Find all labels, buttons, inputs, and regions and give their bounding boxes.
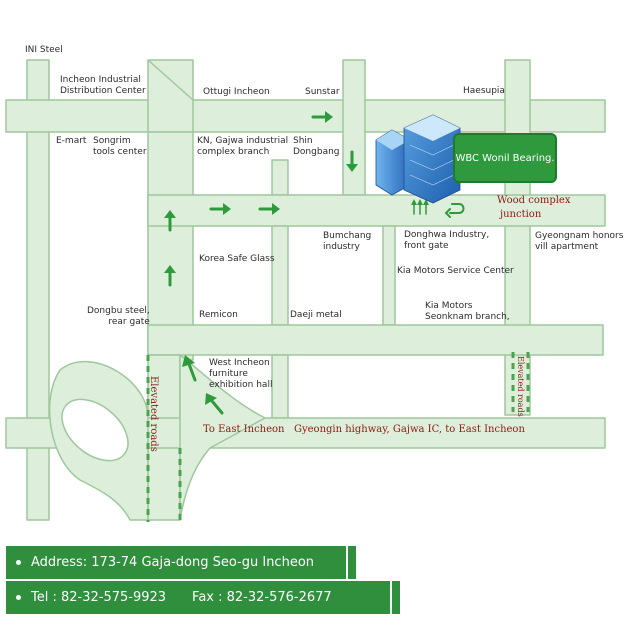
label-sunstar: Sunstar [305, 87, 340, 97]
arrow-icon [209, 203, 231, 215]
arrow-icon [411, 199, 429, 215]
label-remicon: Remicon [199, 310, 238, 320]
road-lower-vertical-1 [271, 354, 289, 419]
label-to-east-incheon: To East Incheon [203, 424, 285, 435]
label-kia-seonknam: Kia Motors Seonknam branch, [425, 301, 510, 323]
label-line: Shin [293, 136, 313, 146]
label-line: rear gate [108, 317, 150, 327]
label-daeji: Daeji metal [290, 310, 342, 320]
road-sunstar-vertical [342, 59, 366, 196]
label-line: Seonknam branch, [425, 312, 510, 322]
label-line: furniture [209, 369, 248, 379]
label-line: Distribution Center [60, 86, 146, 96]
label-line: tools center [93, 147, 147, 157]
arrow-icon [182, 355, 197, 382]
building-icon [375, 114, 461, 204]
label-kia-service: Kia Motors Service Center [397, 266, 514, 276]
label-junction: junction [500, 209, 542, 220]
label-line: Kia Motors [425, 301, 473, 311]
label-line: Dongbu steel, [87, 306, 150, 316]
label-line: KN, Gajwa industrial [197, 136, 289, 146]
arrow-icon [346, 150, 358, 172]
label-line: West Incheon [209, 358, 270, 368]
label-dongbu: Dongbu steel, rear gate [87, 306, 150, 328]
road-ramp [179, 354, 266, 521]
label-emart: E-mart [56, 136, 87, 146]
road-mid-vertical-2 [382, 225, 396, 326]
road-ottugi-vertical [147, 59, 194, 133]
address-text: Address: 173-74 Gaja-dong Seo-gu Incheon [31, 555, 315, 570]
destination-badge: WBC Wonil Bearing. [453, 133, 557, 183]
arrow-icon [164, 265, 176, 287]
label-line: exhibition hall [209, 380, 273, 390]
contact-bar: Tel : 82-32-575-9923 Fax : 82-32-576-267… [6, 581, 400, 614]
arrow-icon [205, 393, 224, 415]
road-mid-vertical-1 [271, 225, 289, 326]
arrow-icon [258, 203, 280, 215]
label-kn-gajwa: KN, Gajwa industrial complex branch [197, 136, 288, 158]
label-ini-steel: INI Steel [25, 45, 63, 55]
label-incheon-industrial: Incheon Industrial Distribution Center [60, 75, 146, 97]
label-line: front gate [404, 241, 449, 251]
road-main-vertical [147, 131, 194, 361]
label-wood-complex: Wood complex [497, 195, 571, 206]
roads [5, 59, 606, 521]
elevated-dashes [146, 352, 530, 522]
label-shin-dongbang: Shin Dongbang [293, 136, 340, 158]
arrows [164, 111, 465, 415]
address-bar: Address: 173-74 Gaja-dong Seo-gu Incheon [6, 546, 356, 579]
bullet-icon [16, 595, 21, 600]
bullet-icon [16, 560, 21, 565]
label-elevated-right: Elevated roads [516, 356, 525, 417]
label-ottugi: Ottugi Incheon [203, 87, 270, 97]
label-line: complex branch [197, 147, 270, 157]
label-gyeongnam: Gyeongnam honors vill apartment [535, 231, 623, 253]
label-west-incheon: West Incheon furniture exhibition hall [209, 358, 272, 391]
road-map [5, 59, 606, 522]
tel-text: Tel : 82-32-575-9923 [31, 590, 167, 605]
label-songrim: Songrim tools center [93, 136, 147, 158]
label-line: Songrim [93, 136, 131, 146]
label-line: Donghwa Industry, [404, 230, 490, 240]
label-line: Dongbang [293, 147, 340, 157]
road-lower-horizontal [147, 324, 604, 356]
label-line: Gyeongnam honors [535, 231, 624, 241]
label-line: vill apartment [535, 242, 599, 252]
label-elevated-left: Elevated roads [148, 376, 159, 452]
label-donghwa: Donghwa Industry, front gate [404, 230, 489, 252]
arrow-icon [311, 111, 333, 123]
road-gyeongin-highway [5, 417, 606, 449]
label-line: industry [323, 242, 360, 252]
label-korea-safe-glass: Korea Safe Glass [199, 254, 275, 264]
label-gyeongin-highway: Gyeongin highway, Gajwa IC, to East Inch… [294, 424, 525, 435]
arrow-icon [444, 203, 465, 218]
road-wood-complex [147, 194, 606, 227]
label-line: Bumchang [323, 231, 372, 241]
label-haesupia: Haesupia [463, 86, 505, 96]
label-line: Incheon Industrial [60, 75, 141, 85]
arrow-icon [164, 210, 176, 232]
label-bumchang: Bumchang industry [323, 231, 371, 253]
fax-text: Fax : 82-32-576-2677 [192, 590, 332, 605]
road-stub [271, 159, 289, 196]
road-left-vertical [26, 59, 50, 521]
